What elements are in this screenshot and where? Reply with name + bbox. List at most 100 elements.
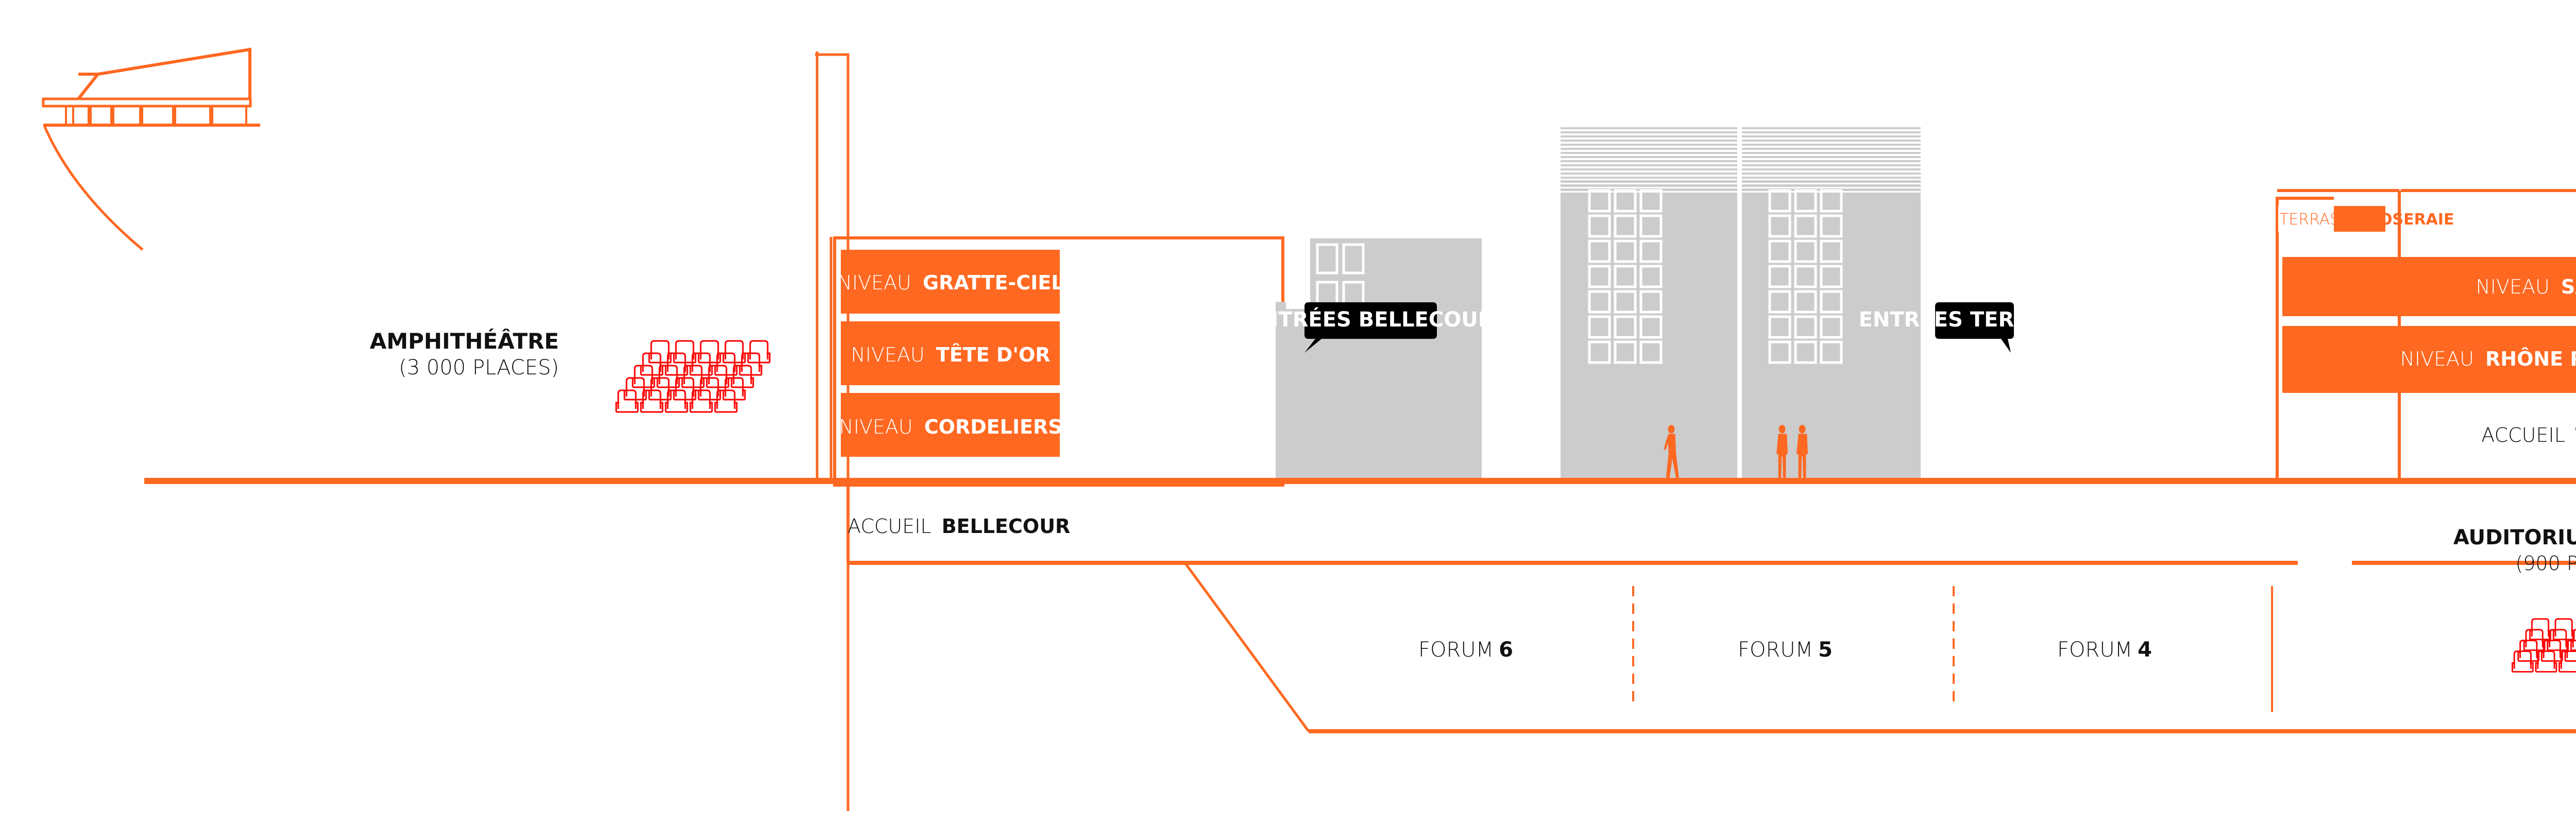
roof-louvres [1561,127,1921,193]
louvre-band [1742,177,1921,179]
window [1768,189,1791,213]
window [1588,239,1611,263]
louvre-band [1561,168,1737,170]
level-cordeliers[interactable]: NIVEAU CORDELIERS [839,393,1062,457]
accueil-terreaux-label: ACCUEIL TERREAUX [2481,424,2576,446]
right-levels: NIVEAU ROSERAIE NIVEAU SAINT-CLAIR NIVEA… [2282,257,2576,393]
underground-structure [846,484,2576,733]
louvre-band [1561,140,1737,142]
window [1768,239,1791,263]
level-prefix: NIVEAU [851,343,924,366]
svg-text:NIVEAU TÊTE D'OR: NIVEAU TÊTE D'OR [851,343,1050,366]
louvre-band [1742,181,1921,183]
svg-text:NIVEAU SAINT-CLAIR: NIVEAU SAINT-CLAIR [2476,276,2576,298]
louvre-band [1742,148,1921,150]
louvre-band [1561,173,1737,175]
window [1588,340,1611,364]
svg-text:NIVEAU GRATTE-CIEL: NIVEAU GRATTE-CIEL [837,271,1063,294]
louvre-slat [1561,187,1737,188]
louvre-band [1561,160,1737,162]
louvre-slat [1742,179,1921,180]
louvre-band [1561,164,1737,166]
window [1316,243,1338,274]
louvre-band [1561,185,1737,187]
louvre-slat [1742,154,1921,156]
window [1639,340,1663,364]
svg-text:NIVEAU RHÔNE PASTEUR: NIVEAU RHÔNE PASTEUR [2400,348,2576,370]
window [1639,265,1663,288]
level-name: SAINT-CLAIR [2561,276,2576,298]
level-prefix: NIVEAU [839,416,912,438]
window [1614,315,1637,339]
louvre-slat [1561,179,1737,180]
window [1342,243,1365,274]
level-saint-clair[interactable]: NIVEAU SAINT-CLAIR [2282,257,2576,316]
louvre-band [1561,152,1737,154]
window [1588,290,1611,314]
louvre-slat [1742,187,1921,188]
window [1820,239,1843,263]
window [1794,214,1817,238]
entrance-label: ENTRÉES BELLECOUR [1247,307,1494,332]
louvre-slat [1742,142,1921,143]
entrance-terreaux-callout[interactable]: ENTRÉES TERREAUX [1859,302,2092,353]
window [1639,189,1663,213]
window [1614,189,1637,213]
level-gratte-ciel[interactable]: NIVEAU GRATTE-CIEL [837,250,1064,314]
level-name: RHÔNE PASTEUR [2485,348,2576,370]
theater-seats-icon [615,340,771,413]
window [1768,214,1791,238]
louvre-band [1561,144,1737,146]
louvre-slat [1742,150,1921,151]
louvre-slat [1561,142,1737,143]
louvre-slat [1742,183,1921,184]
building-windows [1316,189,1843,364]
louvre-band [1561,135,1737,137]
louvre-slat [1561,137,1737,139]
window [1768,265,1791,288]
accueil-bellecour-label: ACCUEIL BELLECOUR [848,515,1070,538]
window [1820,189,1843,213]
level-rhone-pasteur[interactable]: NIVEAU RHÔNE PASTEUR [2282,326,2576,393]
level-name: CORDELIERS [924,416,1062,438]
city-buildings [1276,177,1921,481]
left-levels: NIVEAU GRATTE-CIEL NIVEAU TÊTE D'OR NIVE… [837,250,1064,457]
louvre-slat [1742,162,1921,164]
louvre-slat [1561,146,1737,147]
louvre-slat [1561,183,1737,184]
louvre-slat [1561,129,1737,131]
window [1614,214,1637,238]
window [1820,315,1843,339]
louvre-slat [1561,175,1737,176]
louvre-band [1742,152,1921,154]
level-name: TÊTE D'OR [936,343,1050,366]
amphitheatre-capacity: (3 000 PLACES) [399,356,559,380]
louvre-band [1742,144,1921,146]
amphitheatre-label: AMPHITHÉÂTRE (3 000 PLACES) [370,328,559,380]
window [1588,214,1611,238]
entrance-bellecour-callout[interactable]: ENTRÉES BELLECOUR [1247,302,1494,353]
window [1768,340,1791,364]
level-name: GRATTE-CIEL [923,271,1064,294]
louvre-band [1561,181,1737,183]
window [1639,214,1663,238]
louvre-slat [1742,133,1921,135]
window [1614,340,1637,364]
window [1768,290,1791,314]
amphitheatre-building [42,47,260,251]
window [1820,290,1843,314]
window [1820,340,1843,364]
svg-text:NIVEAU CORDELIERS: NIVEAU CORDELIERS [839,416,1062,438]
ground-line [144,478,2576,484]
louvre-band [1561,177,1737,179]
louvre-slat [1742,166,1921,168]
level-tete-dor[interactable]: NIVEAU TÊTE D'OR [841,321,1060,385]
window [1794,340,1817,364]
window [1794,239,1817,263]
theater-seats-icon [2511,618,2576,673]
